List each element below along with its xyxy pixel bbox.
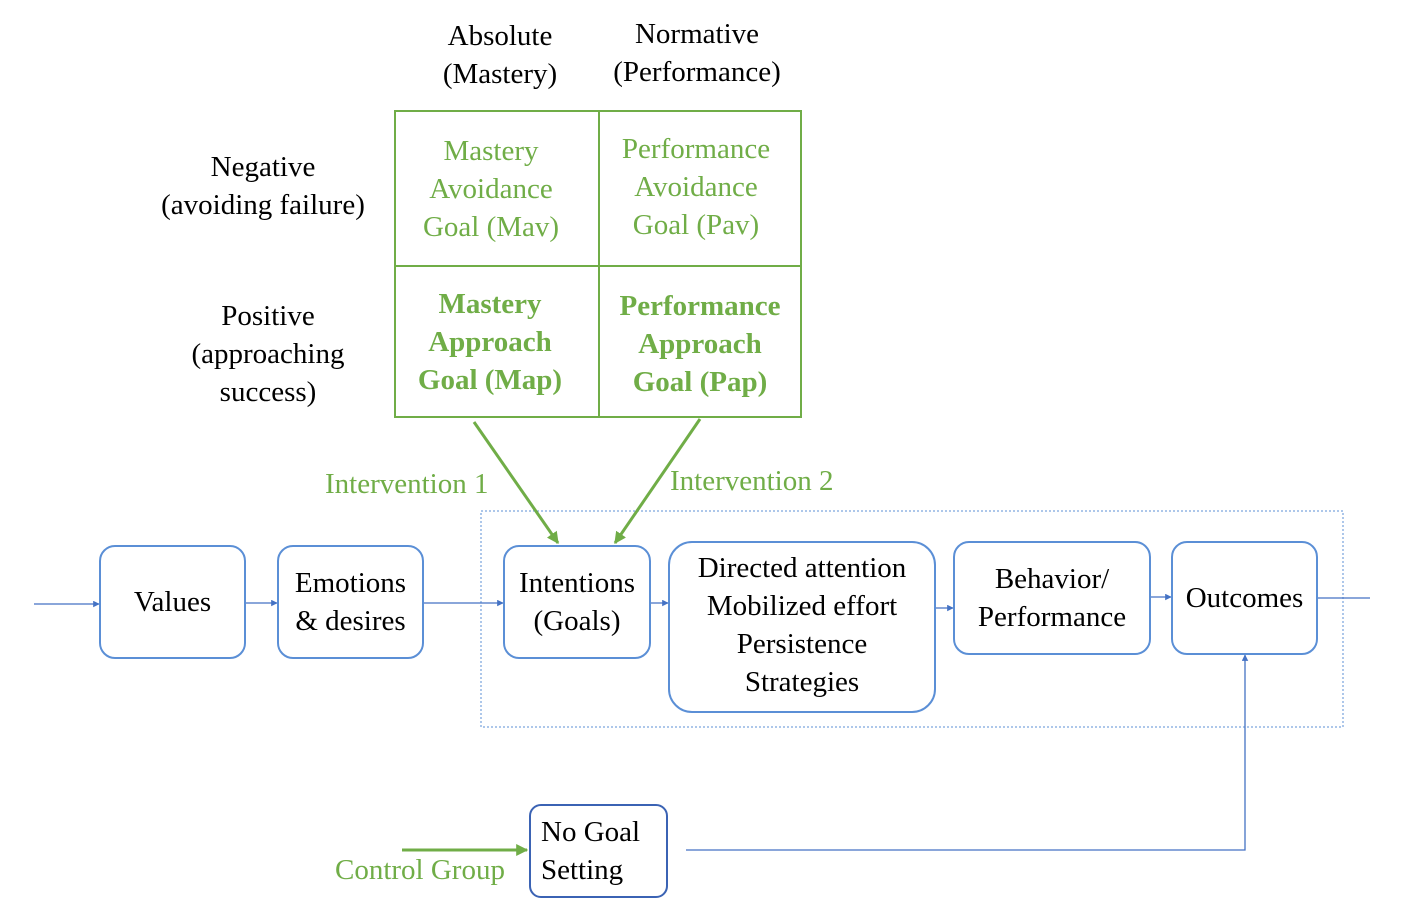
column-header-absolute-line2: (Mastery): [442, 58, 558, 90]
node-mechanisms: Directed attention Mobilized effort Pers…: [668, 541, 936, 713]
goal-cell-mav: Mastery Avoidance Goal (Mav): [396, 112, 586, 265]
column-header-normative-line1: Normative: [634, 18, 759, 50]
goal-cell-pav: Performance Avoidance Goal (Pav): [600, 112, 792, 262]
node-no-goal-setting: No Goal Setting: [529, 804, 668, 898]
node-no-goal-line2: Setting: [541, 854, 624, 886]
node-emotions-desires: Emotions & desires: [277, 545, 424, 659]
goal-pav-line2: Avoidance: [634, 171, 758, 203]
column-header-normative-line2: (Performance): [613, 56, 781, 88]
node-intentions-line1: Intentions: [519, 567, 635, 599]
row-header-positive-line2: (approaching: [191, 338, 345, 370]
grid-divider-horizontal: [396, 265, 800, 267]
goal-pap-line1: Performance: [619, 289, 781, 322]
node-behavior-line2: Performance: [977, 601, 1127, 633]
goal-map-line2: Approach: [428, 326, 552, 358]
node-values: Values: [99, 545, 246, 659]
intervention-1-label: Intervention 1: [325, 468, 489, 500]
arrow-intervention-2: [613, 418, 702, 544]
node-mechanisms-line1: Directed attention: [697, 552, 907, 584]
node-intentions-goals: Intentions (Goals): [503, 545, 651, 659]
arrow-intervention-1: [472, 421, 560, 544]
goal-map-line3: Goal (Map): [417, 364, 563, 396]
intervention-2-label: Intervention 2: [670, 465, 834, 497]
column-header-absolute-line1: Absolute: [447, 20, 553, 52]
grid-divider-vertical: [598, 112, 600, 416]
node-emotions-line1: Emotions: [294, 567, 407, 599]
goal-cell-map: Mastery Approach Goal (Map): [396, 267, 584, 417]
node-values-line1: Values: [133, 586, 212, 618]
node-behavior-line1: Behavior/: [994, 563, 1110, 595]
goal-map-line1: Mastery: [438, 288, 542, 320]
node-emotions-line2: & desires: [295, 605, 406, 637]
goal-grid: Mastery Avoidance Goal (Mav) Performance…: [394, 110, 802, 418]
node-intentions-line2: (Goals): [533, 605, 621, 637]
row-header-negative: Negative (avoiding failure): [140, 148, 386, 224]
row-header-positive-line1: Positive: [221, 300, 315, 332]
node-mechanisms-line4: Strategies: [744, 666, 860, 698]
goal-mav-line2: Avoidance: [429, 172, 553, 205]
node-behavior-performance: Behavior/ Performance: [953, 541, 1151, 655]
goal-mav-line3: Goal (Mav): [422, 210, 560, 243]
process-region: [480, 510, 1344, 728]
row-header-positive-line3: success): [219, 376, 317, 408]
node-mechanisms-line2: Mobilized effort: [706, 590, 898, 622]
row-header-negative-line2: (avoiding failure): [161, 189, 365, 221]
node-outcomes-line1: Outcomes: [1185, 582, 1304, 614]
column-header-absolute: Absolute (Mastery): [410, 17, 590, 93]
row-header-negative-line1: Negative: [210, 151, 316, 183]
goal-pap-line3: Goal (Pap): [632, 365, 768, 398]
goal-cell-pap: Performance Approach Goal (Pap): [600, 267, 800, 420]
node-no-goal-line1: No Goal: [541, 816, 641, 848]
goal-pap-line2: Approach: [638, 327, 762, 360]
control-group-label: Control Group: [335, 854, 505, 886]
row-header-positive: Positive (approaching success): [158, 297, 378, 411]
node-mechanisms-line3: Persistence: [736, 628, 868, 660]
node-outcomes: Outcomes: [1171, 541, 1318, 655]
goal-pav-line1: Performance: [621, 133, 771, 165]
goal-pav-line3: Goal (Pav): [632, 209, 760, 241]
arrow-nogoal-outcomes: [686, 654, 1249, 851]
column-header-normative: Normative (Performance): [596, 15, 798, 91]
goal-mav-line1: Mastery: [443, 134, 539, 167]
